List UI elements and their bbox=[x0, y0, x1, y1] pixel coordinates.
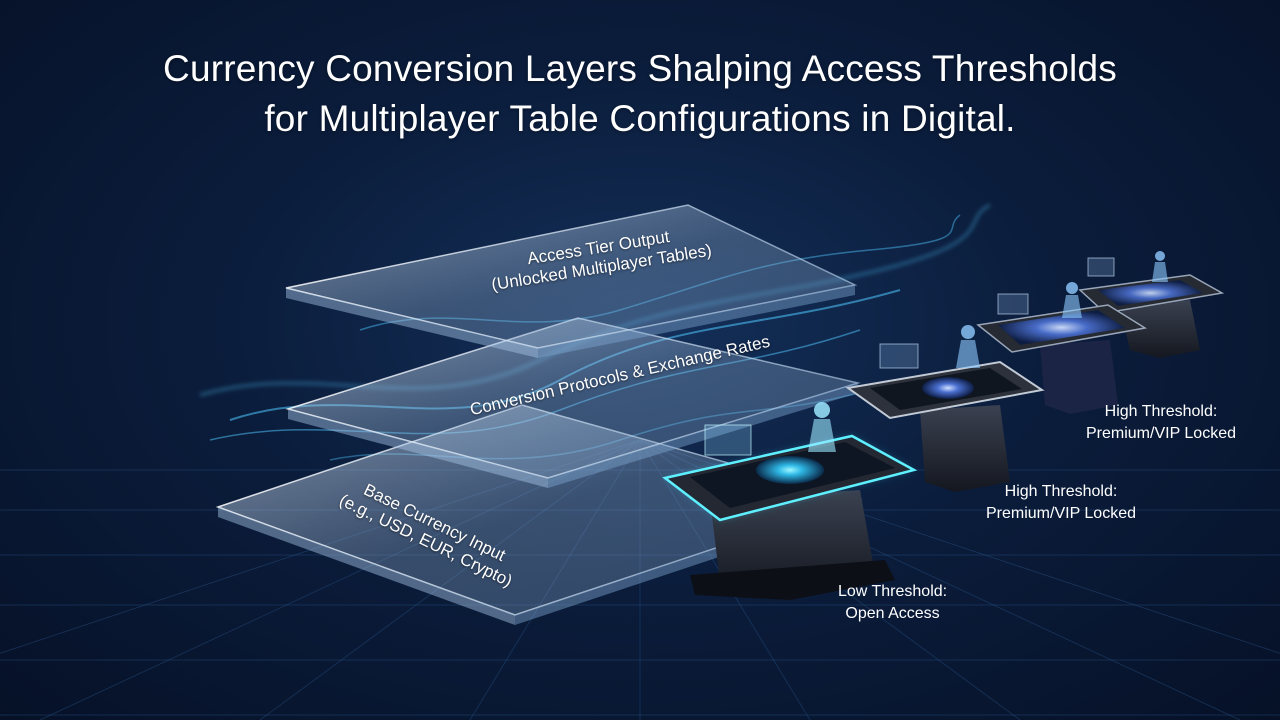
title-line-1: Currency Conversion Layers Shalping Acce… bbox=[163, 48, 1117, 89]
station-low-line2: Open Access bbox=[845, 605, 940, 622]
station-label-low: Low Threshold: Open Access bbox=[838, 581, 947, 625]
station-high1-line1: High Threshold: bbox=[1004, 483, 1118, 500]
station-high2-line1: High Threshold: bbox=[1104, 403, 1218, 420]
station-low-line1: Low Threshold: bbox=[838, 583, 948, 600]
station-premium-mid bbox=[976, 282, 1148, 414]
station-label-high-1: High Threshold: Premium/VIP Locked bbox=[986, 481, 1136, 525]
station-open-access bbox=[662, 402, 918, 600]
title-line-2: for Multiplayer Table Configurations in … bbox=[264, 98, 1016, 139]
station-premium-near bbox=[845, 325, 1045, 492]
station-high2-line2: Premium/VIP Locked bbox=[1086, 425, 1236, 442]
station-premium-far bbox=[1078, 251, 1225, 358]
station-high1-line2: Premium/VIP Locked bbox=[986, 505, 1136, 522]
page-title: Currency Conversion Layers Shalping Acce… bbox=[0, 44, 1280, 144]
station-label-high-2: High Threshold: Premium/VIP Locked bbox=[1086, 401, 1236, 445]
layer-access-tier bbox=[285, 204, 858, 358]
layer-conversion-protocols bbox=[285, 317, 861, 488]
